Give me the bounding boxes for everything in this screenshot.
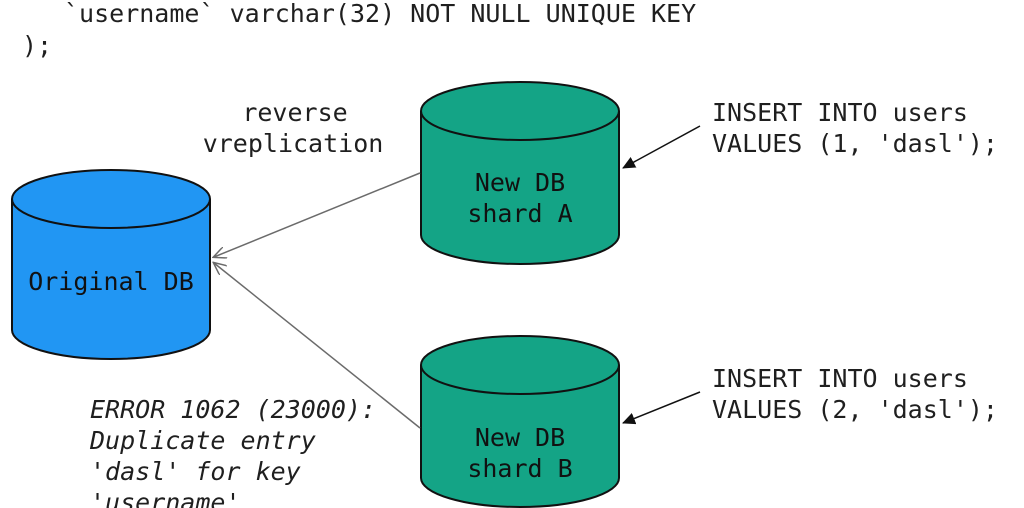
insert-a-line1: INSERT INTO users [712,98,968,127]
arrow-shard-b-to-original [214,263,421,429]
original-db-cylinder: Original DB [11,169,211,360]
arrow-shard-a-to-original [214,172,421,257]
insert-a-line2: VALUES (1, 'dasl'); [712,129,998,158]
shard-b-label-line2: shard B [467,454,572,483]
insert-b-line1: INSERT INTO users [712,364,968,393]
shard-b-cylinder: New DB shard B [420,335,620,508]
error-line4: 'username' [90,488,241,508]
code-line-username: `username` varchar(32) NOT NULL UNIQUE K… [64,0,696,28]
shard-a-label-line2: shard A [467,199,572,228]
shard-a-cylinder: New DB shard A [420,81,620,265]
arrow-insert-b [622,391,701,425]
code-line-close: ); [22,31,52,60]
error-line2: Duplicate entry [89,426,316,455]
reverse-label-line1: reverse [242,98,347,127]
reverse-label-line2: vreplication [203,129,384,158]
insert-b-line2: VALUES (2, 'dasl'); [712,395,998,424]
error-line3: 'dasl' for key [90,457,301,486]
shard-b-label-line1: New DB [475,423,565,452]
arrow-insert-a [622,125,701,169]
error-line1: ERROR 1062 (23000): [90,395,376,424]
original-db-label: Original DB [28,267,194,296]
shard-a-label-line1: New DB [475,168,565,197]
